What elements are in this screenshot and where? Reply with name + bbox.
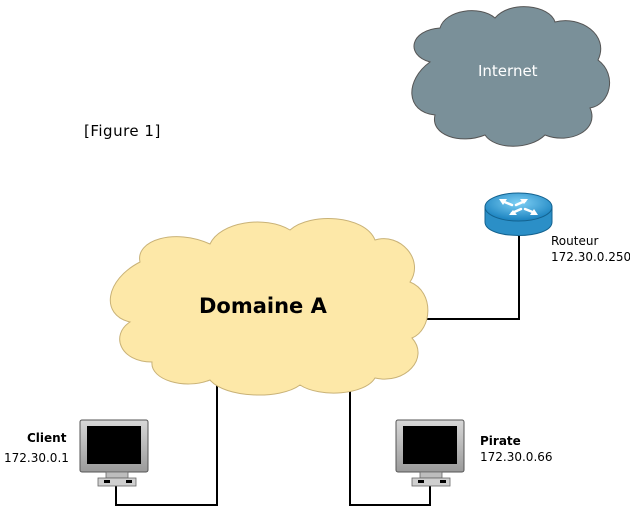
pirate-computer-icon <box>395 419 465 487</box>
domain-cloud <box>109 218 429 396</box>
link-domain-pirate <box>349 381 431 506</box>
domain-label: Domaine A <box>199 294 327 318</box>
figure-label: [Figure 1] <box>84 122 161 140</box>
connection-lines <box>115 236 520 506</box>
link-domain-client <box>115 381 218 506</box>
client-computer-icon <box>79 419 149 487</box>
router-name: Routeur <box>551 234 599 248</box>
internet-cloud <box>411 6 610 147</box>
link-domain-router <box>427 236 520 320</box>
internet-label: Internet <box>478 62 538 80</box>
client-ip: 172.30.0.1 <box>4 451 69 465</box>
client-name: Client <box>27 431 67 445</box>
router-icon <box>484 192 553 236</box>
router-ip: 172.30.0.250 <box>551 250 630 264</box>
pirate-name: Pirate <box>480 434 521 448</box>
pirate-ip: 172.30.0.66 <box>480 450 553 464</box>
